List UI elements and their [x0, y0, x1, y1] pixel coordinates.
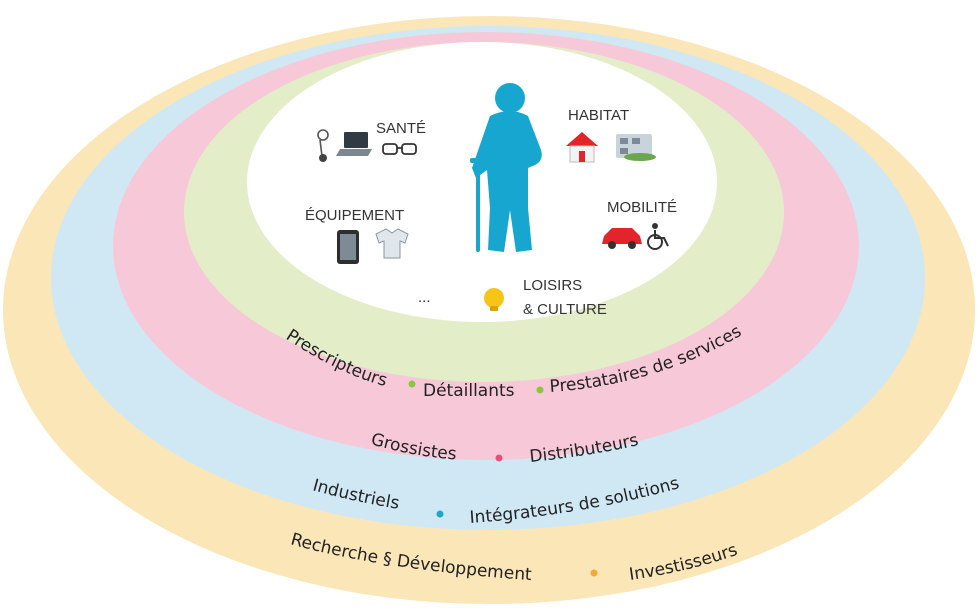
habitat-label: HABITAT — [568, 107, 629, 124]
ring-green-dot-1 — [408, 380, 416, 388]
elderly-person-with-cane-icon — [470, 83, 542, 252]
equipement-label: ÉQUIPEMENT — [305, 207, 404, 224]
lightbulb-icon — [484, 288, 504, 311]
ring-blue-dot — [436, 510, 444, 518]
laptop-icon — [336, 132, 372, 156]
ring-green-item-detaillants: Détaillants — [423, 381, 515, 401]
ring-outer-dot — [590, 569, 598, 577]
ring-green-dot-2 — [536, 386, 544, 394]
loisirs-label-line1: LOISIRS — [523, 277, 582, 294]
wheelchair-icon — [647, 223, 669, 250]
glasses-icon — [382, 143, 417, 155]
ring-pink-dot — [495, 454, 503, 462]
sante-label: SANTÉ — [376, 120, 426, 137]
building-icon — [616, 134, 656, 161]
ellipsis-label: ... — [418, 289, 431, 306]
car-icon — [602, 228, 642, 249]
center-area — [247, 42, 717, 322]
tablet-icon — [337, 230, 359, 264]
loisirs-label-line2: & CULTURE — [523, 301, 607, 318]
mobilite-label: MOBILITÉ — [607, 199, 677, 216]
stethoscope-icon — [317, 129, 329, 162]
house-icon — [566, 132, 598, 163]
shirt-icon — [375, 228, 409, 259]
